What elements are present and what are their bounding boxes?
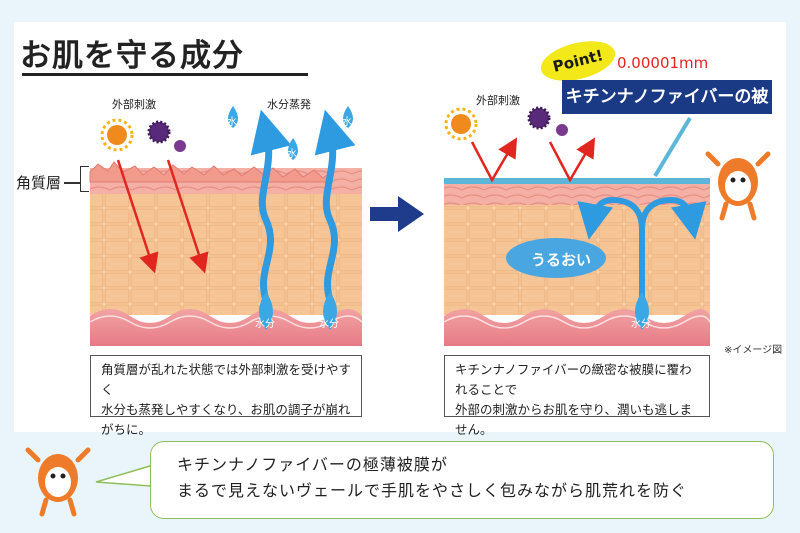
evaporation-arrow — [314, 109, 356, 304]
right-caption: キチンナノファイバーの緻密な被膜に覆われることで 外部の刺激からお肌を守り、潤い… — [444, 355, 710, 437]
image-note: ※イメージ図 — [724, 345, 783, 356]
bubble-line2: まるで見えないヴェールで手肌をやさしく包みながら肌荒れを防ぐ — [177, 481, 688, 500]
water-drop-label: 水 — [342, 117, 352, 128]
water-drop-icon — [343, 106, 353, 128]
stratum-corneum-leader — [64, 182, 80, 184]
evaporation-arrow — [250, 109, 292, 304]
film-thickness: 0.00001mm — [617, 54, 709, 72]
right-caption-line2: 外部の刺激からお肌を守り、潤いも逃しません。 — [455, 402, 693, 437]
right-caption-line1: キチンナノファイバーの緻密な被膜に覆われることで — [455, 362, 692, 397]
speech-bubble: キチンナノファイバーの極薄被膜が まるで見えないヴェールで手肌をやさしく包みなが… — [150, 441, 774, 519]
water-drop-icon — [635, 292, 649, 330]
sun-icon — [444, 107, 478, 141]
germ-icon — [527, 106, 568, 136]
deflected-arrow — [470, 137, 518, 183]
left-caption-line2: 水分も蒸発しやすくなり、お肌の調子が崩れがちに。 — [101, 402, 351, 437]
stratum-corneum-label: 角質層 — [16, 174, 62, 192]
water-drop-icon — [259, 292, 273, 330]
stratum-corneum-bracket — [80, 166, 89, 192]
stimulus-arrow — [166, 159, 209, 274]
germ-icon — [147, 120, 186, 152]
stimulus-arrow — [116, 159, 159, 274]
left-caption: 角質層が乱れた状態では外部刺激を受けやすく 水分も蒸発しやすくなり、お肌の調子が… — [90, 355, 362, 437]
moisture-blob — [506, 238, 606, 278]
bubble-tail — [95, 464, 151, 487]
title-underline — [22, 73, 308, 76]
bubble-line1: キチンナノファイバーの極薄被膜が — [177, 455, 448, 474]
label-water-evaporation: 水分蒸発 — [267, 98, 311, 111]
crab-mascot — [25, 447, 91, 517]
transition-arrow — [370, 196, 424, 232]
moisture-drop-label: 水分 — [255, 319, 275, 330]
moisture-drop-label: 水分 — [319, 319, 339, 330]
crab-mascot — [705, 151, 771, 221]
sun-icon — [100, 118, 134, 152]
film-pointer — [653, 116, 692, 178]
label-external-stimulus-right: 外部刺激 — [476, 94, 520, 107]
left-caption-line1: 角質層が乱れた状態では外部刺激を受けやすく — [101, 362, 352, 397]
moisture-drop-label-right: 水分 — [631, 319, 651, 330]
water-drop-icon — [323, 292, 337, 330]
water-drop-icon — [288, 138, 298, 160]
deflected-arrow — [548, 137, 596, 183]
water-drop-icon — [228, 106, 238, 128]
retention-arrow — [639, 196, 707, 300]
water-drop-label: 水 — [287, 149, 297, 160]
label-external-stimulus: 外部刺激 — [112, 98, 156, 111]
chitin-film-title: キチンナノファイバーの被膜 — [562, 80, 772, 141]
page-title: お肌を守る成分 — [20, 38, 244, 74]
moisture-label: うるおい — [531, 251, 592, 269]
water-drop-label: 水 — [227, 117, 237, 128]
left-skin-illustration — [89, 161, 363, 346]
